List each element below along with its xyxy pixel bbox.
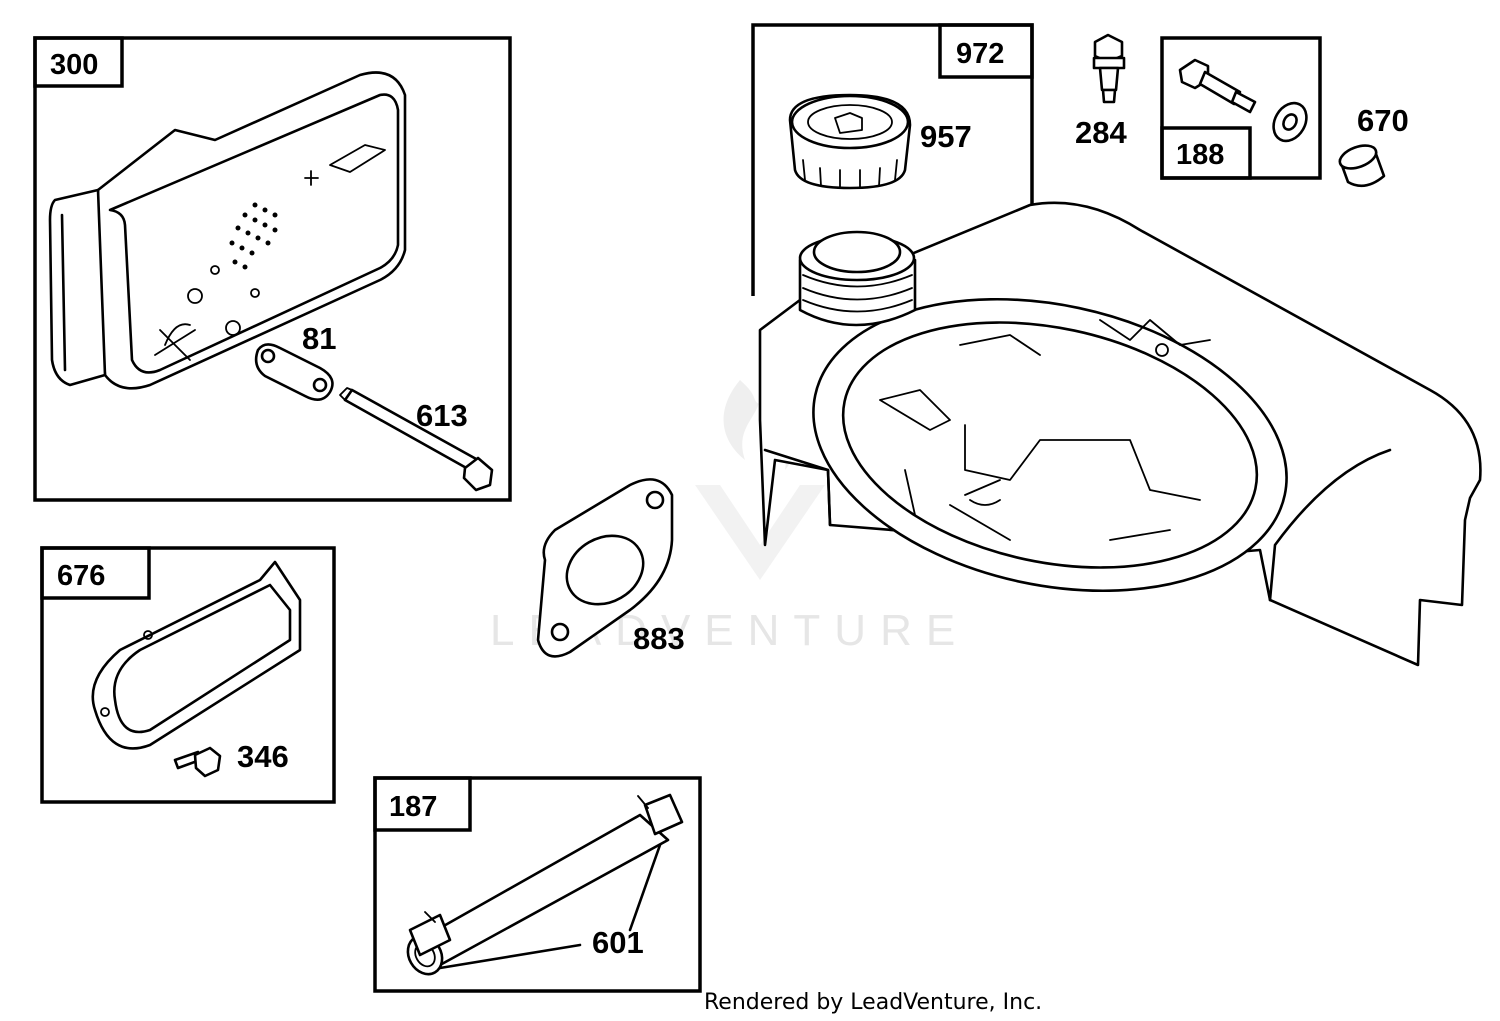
- credit-text: Rendered by LeadVenture, Inc.: [704, 990, 1042, 1015]
- stud-613: [339, 387, 494, 492]
- callout-957: 957: [920, 119, 972, 154]
- callout-346: 346: [237, 739, 289, 774]
- fuel-line-601: [406, 793, 684, 976]
- box-188: 188: [1160, 36, 1322, 180]
- box-187-label: 187: [389, 791, 437, 823]
- screw-346: [173, 746, 222, 778]
- box-676-label: 676: [57, 560, 105, 592]
- callout-601: 601: [592, 925, 644, 960]
- box-300: 300: [33, 36, 512, 502]
- box-972: 972: [751, 23, 1034, 296]
- gasket-883: [536, 478, 674, 658]
- screw-and-washer: [1178, 58, 1308, 143]
- muffler-vent-holes: [229, 202, 278, 270]
- heat-shield: [91, 560, 302, 750]
- bushing-670: [1338, 144, 1386, 188]
- box-676: 676: [40, 546, 336, 804]
- callout-883: 883: [633, 621, 685, 656]
- callout-613: 613: [416, 398, 468, 433]
- box-188-label: 188: [1176, 139, 1224, 171]
- callout-670: 670: [1357, 103, 1409, 138]
- muffler-part: [48, 71, 407, 390]
- box-187: 187: [373, 776, 702, 993]
- box-300-label: 300: [50, 49, 98, 81]
- box-972-label: 972: [956, 38, 1004, 70]
- callout-284: 284: [1075, 115, 1127, 150]
- fuel-tank: [758, 201, 1482, 667]
- bolt-284: [1092, 33, 1126, 104]
- fuel-cap-957: [788, 93, 912, 190]
- gasket-81: [254, 343, 334, 401]
- callout-81: 81: [302, 321, 336, 356]
